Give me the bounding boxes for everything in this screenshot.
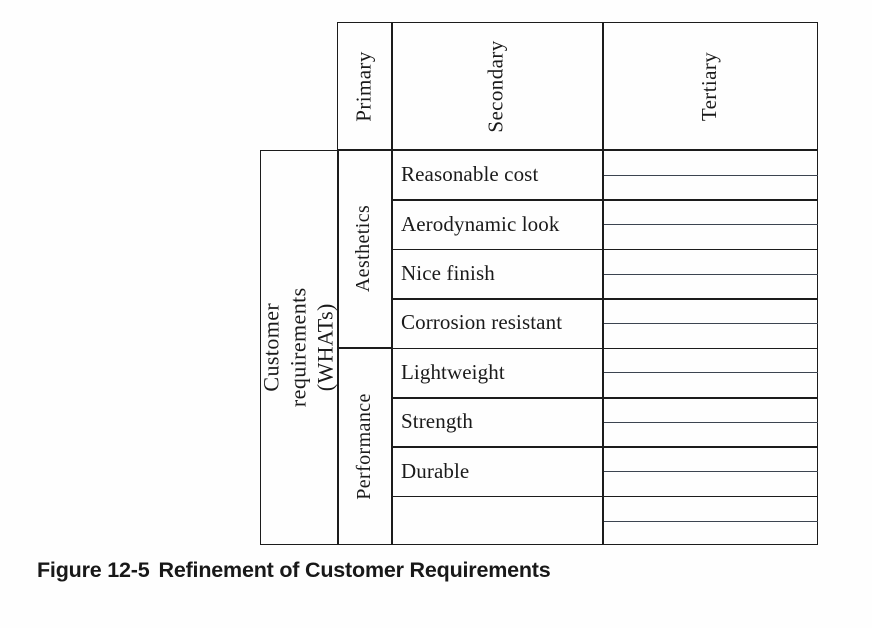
- primary-group-label-aesthetics: Aesthetics: [352, 204, 375, 293]
- secondary-row-reasonable-cost: Reasonable cost: [391, 150, 602, 199]
- secondary-row-rule: [391, 495, 602, 498]
- tertiary-subrow-rule: [604, 322, 818, 324]
- tertiary-subrow-rule: [604, 520, 818, 522]
- figure-caption-title: Refinement of Customer Requirements: [158, 558, 551, 582]
- header-label-secondary: Secondary: [484, 39, 508, 133]
- primary-group-divider: [337, 347, 391, 349]
- primary-group-label-performance: Performance: [352, 392, 375, 500]
- primary-group-aesthetics: Aesthetics: [337, 150, 391, 347]
- header-cell-primary: Primary: [337, 22, 391, 150]
- tertiary-row-rule: [602, 397, 818, 399]
- body-divider-secondary-tertiary: [602, 150, 604, 545]
- secondary-row-strength: Strength: [391, 397, 602, 446]
- tertiary-row-rule: [602, 298, 818, 300]
- tertiary-subrow-rule: [604, 174, 818, 176]
- secondary-label: Lightweight: [401, 359, 505, 384]
- header-label-primary: Primary: [351, 50, 376, 122]
- header-divider-secondary-tertiary: [602, 22, 604, 150]
- header-label-tertiary: Tertiary: [697, 51, 722, 121]
- figure-caption-number: Figure 12-5: [37, 558, 150, 582]
- tertiary-subrow-rule: [604, 224, 818, 226]
- tertiary-subrow-rule: [604, 372, 818, 374]
- tertiary-row-rule: [602, 199, 818, 201]
- secondary-label: Strength: [401, 409, 473, 434]
- secondary-row-durable: Durable: [391, 446, 602, 495]
- secondary-row-rule: [391, 199, 602, 201]
- row-label-customer-requirements: Customer requirements (WHATs): [260, 150, 337, 545]
- header-band: [337, 22, 818, 150]
- secondary-row-rule: [391, 397, 602, 399]
- primary-group-performance: Performance: [337, 347, 391, 545]
- tertiary-subrow-rule: [604, 421, 818, 423]
- tertiary-subrow-rule: [604, 273, 818, 275]
- header-cell-secondary: Secondary: [391, 22, 602, 150]
- tertiary-row-rule: [602, 347, 818, 350]
- secondary-row-lightweight: Lightweight: [391, 348, 602, 397]
- header-cell-tertiary: Tertiary: [602, 22, 818, 150]
- secondary-row-rule: [391, 248, 602, 251]
- figure-caption: Figure 12-5 Refinement of Customer Requir…: [37, 558, 551, 583]
- secondary-row-nice-finish: Nice finish: [391, 249, 602, 298]
- secondary-label: Reasonable cost: [401, 162, 539, 187]
- body-divider-primary-secondary: [391, 150, 393, 545]
- header-divider-primary-secondary: [391, 22, 393, 150]
- tertiary-subrow-rule: [604, 471, 818, 473]
- secondary-row-rule: [391, 446, 602, 448]
- body-band: [260, 150, 818, 545]
- secondary-row-rule: [391, 347, 602, 350]
- secondary-label: Durable: [401, 458, 470, 483]
- secondary-label: Nice finish: [401, 260, 495, 285]
- secondary-label: Corrosion resistant: [401, 310, 563, 335]
- tertiary-row-rule: [602, 248, 818, 251]
- tertiary-row-rule: [602, 495, 818, 498]
- secondary-row-rule: [391, 298, 602, 300]
- secondary-row-aerodynamic-look: Aerodynamic look: [391, 199, 602, 248]
- secondary-row-corrosion-resistant: Corrosion resistant: [391, 298, 602, 347]
- secondary-label: Aerodynamic look: [401, 211, 560, 236]
- secondary-row-empty: [391, 496, 602, 545]
- tertiary-row-rule: [602, 446, 818, 448]
- row-label-text: Customer requirements (WHATs): [260, 287, 337, 408]
